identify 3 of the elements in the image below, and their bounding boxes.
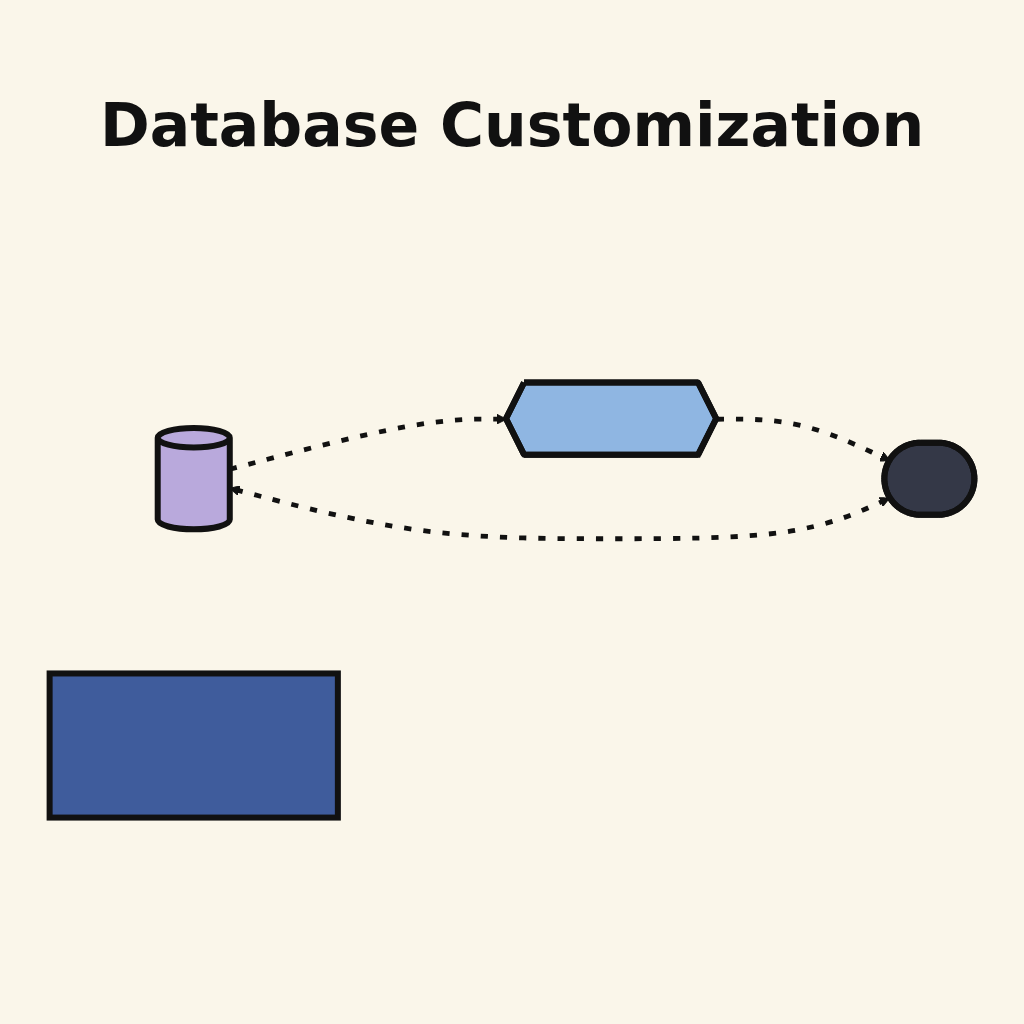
node-cylinder bbox=[154, 424, 233, 533]
node-monitor bbox=[46, 670, 341, 821]
title: Database Customization bbox=[99, 90, 925, 160]
